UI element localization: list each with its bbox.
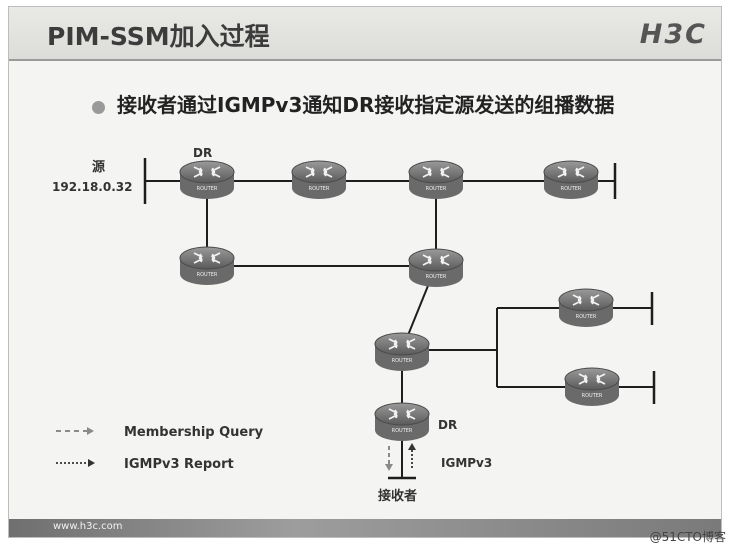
bullet-icon (92, 101, 105, 114)
legend-label: Membership Query (124, 425, 264, 440)
router-icon: ROUTER (564, 367, 620, 407)
source-ip-label: 192.18.0.32 (52, 180, 132, 194)
router-icon: ROUTER (374, 402, 430, 442)
bullet-text: 接收者通过IGMPv3通知DR接收指定源发送的组播数据 (117, 93, 615, 117)
svg-text:ROUTER: ROUTER (309, 186, 330, 192)
svg-text:ROUTER: ROUTER (197, 186, 218, 192)
legend: Membership Query IGMPv3 Report (56, 425, 264, 472)
membership-query-arrow (385, 446, 393, 471)
legend-label: IGMPv3 Report (124, 457, 234, 472)
h3c-logo: H3C (639, 19, 707, 50)
router-icon: ROUTER (408, 248, 464, 288)
header-band: PIM-SSM加入过程 H3C (9, 7, 721, 59)
router-icon: ROUTER (543, 160, 599, 200)
router-icon: ROUTER (374, 332, 430, 372)
svg-text:ROUTER: ROUTER (392, 428, 413, 434)
dr-bottom-label: DR (438, 418, 457, 432)
header-divider (9, 59, 721, 61)
svg-text:ROUTER: ROUTER (582, 393, 603, 399)
svg-text:ROUTER: ROUTER (561, 186, 582, 192)
legend-item-membership-query: Membership Query (56, 425, 264, 440)
receiver-label: 接收者 (378, 488, 417, 504)
page-title: PIM-SSM加入过程 (47, 22, 270, 51)
router-icon: ROUTER (291, 160, 347, 200)
router-icon: ROUTER (179, 246, 235, 286)
igmpv3-report-arrow (408, 443, 416, 468)
source-label: 源 (92, 159, 105, 175)
router-icon: ROUTER (179, 160, 235, 200)
legend-item-igmpv3-report: IGMPv3 Report (56, 457, 234, 472)
footer-bar: www.h3c.com (9, 519, 721, 537)
svg-text:ROUTER: ROUTER (197, 272, 218, 278)
svg-text:ROUTER: ROUTER (426, 186, 447, 192)
watermark: @51CTO博客 (649, 530, 726, 544)
slide: PIM-SSM加入过程 H3C 接收者通过IGMPv3通知DR接收指定源发送的组… (8, 6, 722, 538)
router-icon: ROUTER (558, 288, 614, 328)
segment-terminators (143, 158, 656, 480)
svg-text:ROUTER: ROUTER (576, 314, 597, 320)
dr-top-label: DR (193, 146, 212, 160)
router-icon: ROUTER (408, 160, 464, 200)
svg-text:ROUTER: ROUTER (392, 358, 413, 364)
svg-text:ROUTER: ROUTER (426, 274, 447, 280)
footer-url: www.h3c.com (53, 521, 123, 532)
igmp-label: IGMPv3 (441, 456, 492, 470)
